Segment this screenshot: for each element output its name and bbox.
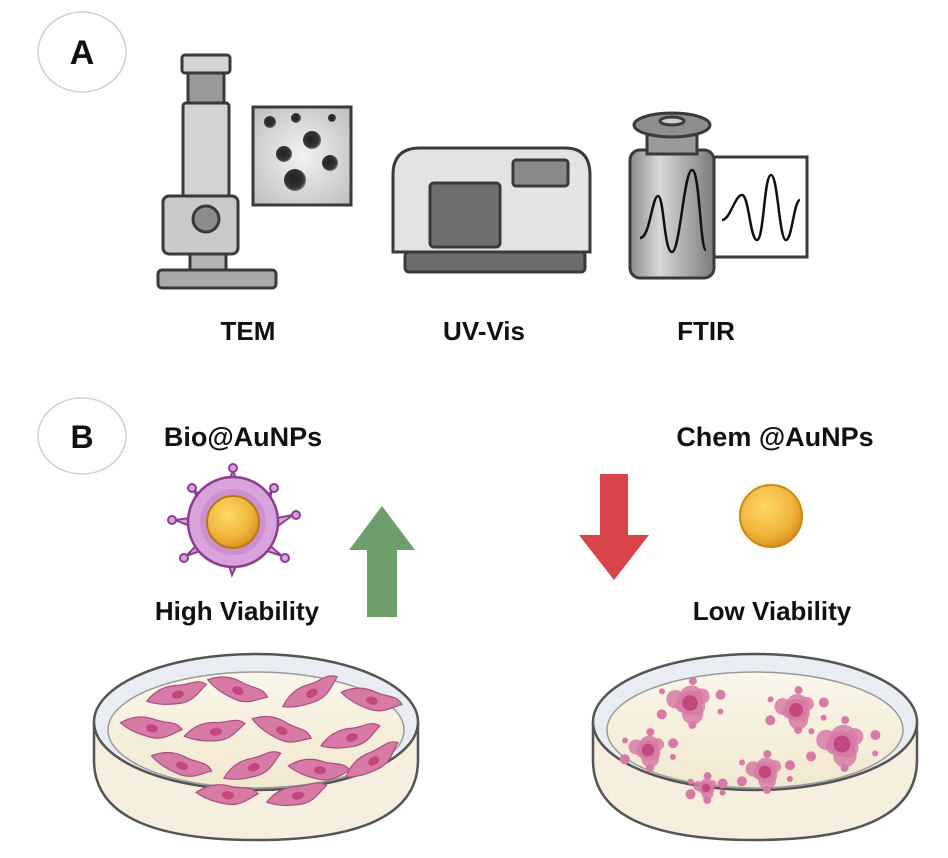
healthy-cell bbox=[340, 687, 403, 712]
damaged-cell-group bbox=[619, 677, 881, 804]
healthy-cell-group bbox=[119, 675, 403, 806]
spectrophotometer-icon bbox=[391, 146, 592, 274]
panel-b: B Bio@AuNPs Chem @AuNPs bbox=[37, 397, 919, 842]
healthy-cell bbox=[150, 751, 213, 777]
panel-b-badge: B bbox=[37, 397, 127, 475]
low-viability-label: Low Viability bbox=[693, 596, 852, 626]
healthy-cell bbox=[183, 719, 247, 742]
damaged-cell-cluster bbox=[736, 750, 796, 794]
healthy-cell bbox=[265, 782, 328, 806]
damaged-cell-cluster bbox=[656, 677, 726, 729]
healthy-cell bbox=[206, 676, 269, 703]
chem-nanoparticle-icon bbox=[733, 478, 809, 554]
damaged-cell-cluster bbox=[685, 772, 728, 804]
damaged-cell-cluster bbox=[765, 686, 829, 734]
healthy-cell bbox=[145, 681, 208, 705]
uvvis-label: UV-Vis bbox=[443, 316, 525, 346]
chem-aunps-title: Chem @AuNPs bbox=[676, 422, 873, 452]
increase-arrow-icon bbox=[349, 506, 415, 617]
bio-nanoparticle-icon bbox=[167, 463, 301, 578]
high-viability-label: High Viability bbox=[155, 596, 320, 626]
healthy-cell bbox=[251, 715, 313, 743]
microscope-icon bbox=[156, 53, 278, 290]
healthy-cell bbox=[195, 784, 260, 806]
decrease-arrow-icon bbox=[579, 474, 649, 580]
healthy-cell bbox=[287, 758, 352, 781]
tem-label: TEM bbox=[221, 316, 276, 346]
damaged-cell-cluster bbox=[806, 716, 881, 772]
tem-image bbox=[251, 105, 353, 207]
ftir-spectrometer-icon bbox=[628, 111, 809, 280]
petri-dish-damaged bbox=[591, 652, 919, 842]
bio-aunps-title: Bio@AuNPs bbox=[164, 422, 322, 452]
healthy-cell bbox=[119, 716, 184, 739]
panel-a: A bbox=[37, 11, 809, 346]
panel-a-badge: A bbox=[37, 11, 127, 93]
petri-dish-healthy bbox=[92, 652, 420, 842]
damaged-cell-cluster bbox=[619, 728, 679, 772]
healthy-cell bbox=[320, 723, 381, 749]
panel-b-badge-label: B bbox=[70, 419, 93, 455]
healthy-cell bbox=[281, 675, 339, 708]
ftir-label: FTIR bbox=[677, 316, 735, 346]
panel-a-badge-label: A bbox=[70, 34, 95, 72]
healthy-cell bbox=[222, 751, 282, 780]
healthy-cell bbox=[345, 741, 399, 778]
